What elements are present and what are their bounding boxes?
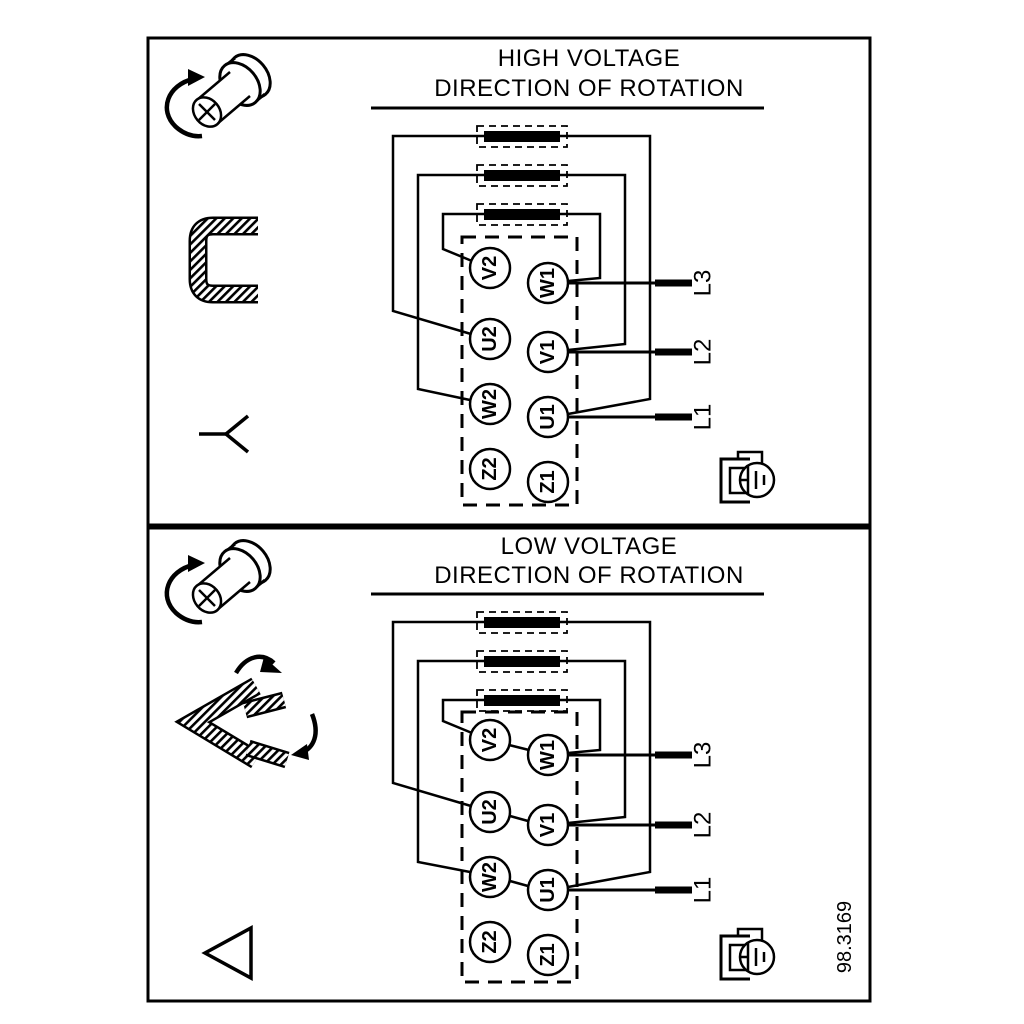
bridge-move-arrowhead — [291, 744, 309, 760]
terminal-label: W1 — [537, 740, 559, 770]
panel-subtitle: DIRECTION OF ROTATION — [434, 75, 744, 102]
wire — [560, 212, 602, 283]
bridge-link — [509, 879, 529, 888]
supply-line-label: L2 — [690, 812, 717, 839]
supply-lines: L3 L2 L1 — [568, 270, 717, 431]
panel-low-voltage: LOW VOLTAGE DIRECTION OF ROTATION — [146, 526, 872, 1003]
wire — [391, 134, 484, 336]
panel-high-voltage: HIGH VOLTAGE DIRECTION OF ROTATION — [146, 36, 872, 527]
terminal: Z1 — [526, 460, 570, 504]
supply-line-label: L3 — [690, 270, 717, 297]
wires — [391, 620, 652, 889]
panel-border — [146, 36, 872, 527]
supply-line-label: L1 — [690, 877, 717, 904]
supply-line-label: L2 — [690, 339, 717, 366]
panel-border — [146, 526, 872, 1003]
terminal-label: W2 — [479, 862, 501, 892]
delta-bridge-icon — [174, 654, 318, 769]
terminal-label: W2 — [479, 389, 501, 419]
terminal-label: Z1 — [537, 943, 559, 966]
terminal-label: V1 — [537, 813, 559, 837]
terminal: W1 — [526, 733, 570, 777]
panel-title: LOW VOLTAGE — [501, 533, 678, 560]
bridge-links — [508, 743, 530, 888]
wire — [560, 134, 652, 416]
wire — [560, 659, 627, 825]
panel-title: HIGH VOLTAGE — [498, 45, 680, 72]
wire — [560, 620, 652, 889]
terminal: Z1 — [526, 933, 570, 977]
terminal: V2 — [468, 718, 512, 762]
terminal: Z2 — [468, 447, 512, 491]
wire — [441, 698, 484, 735]
supply-line-label: L3 — [690, 742, 717, 769]
supply-line-label: L1 — [690, 404, 717, 431]
wires — [391, 134, 652, 416]
terminal-label: U1 — [537, 404, 559, 430]
star-bridge-icon — [188, 216, 258, 304]
terminal: V1 — [526, 330, 570, 374]
terminal-label: V1 — [537, 340, 559, 364]
delta-symbol — [201, 925, 253, 981]
bridge-move-arrowhead — [260, 657, 282, 673]
terminal: U2 — [468, 790, 512, 834]
jumper-bars — [476, 611, 568, 712]
supply-lines: L3 L2 L1 — [568, 742, 717, 904]
terminal-label: Z2 — [479, 930, 501, 953]
terminal-label: U2 — [479, 326, 501, 352]
wire — [416, 659, 484, 874]
terminal: U1 — [526, 395, 570, 439]
terminal-label: Z1 — [537, 470, 559, 493]
terminal: U1 — [526, 868, 570, 912]
terminal-box — [460, 235, 579, 507]
terminal: U2 — [468, 317, 512, 361]
bridge-link — [508, 743, 530, 752]
terminal: V1 — [526, 803, 570, 847]
star-symbol — [199, 414, 250, 454]
terminal-label: V2 — [479, 728, 501, 752]
terminal: W2 — [468, 855, 512, 899]
terminal-box — [460, 710, 579, 984]
terminal: W2 — [468, 382, 512, 426]
terminal-label: Z2 — [479, 457, 501, 480]
wire — [560, 698, 602, 755]
terminal-label: V2 — [479, 256, 501, 280]
wire — [391, 620, 484, 808]
wire — [441, 212, 484, 263]
terminal: V2 — [468, 246, 512, 290]
wire — [560, 173, 627, 352]
terminal-label: W1 — [537, 268, 559, 298]
figure-number: 98.3169 — [834, 901, 856, 973]
terminal: W1 — [526, 261, 570, 305]
terminal-label: U1 — [537, 877, 559, 903]
terminal: Z2 — [468, 920, 512, 964]
terminal-label: U2 — [479, 799, 501, 825]
wire — [416, 173, 484, 402]
jumper-bars — [476, 125, 568, 226]
bridge-link — [509, 814, 529, 823]
panel-subtitle: DIRECTION OF ROTATION — [434, 562, 744, 589]
bridge-move-arrow — [234, 654, 276, 675]
terminals: V2 U2 W2 Z2 W1 V1 U1 Z1 — [468, 246, 570, 504]
terminals: V2 U2 W2 Z2 W1 V1 U1 Z1 — [468, 718, 570, 977]
